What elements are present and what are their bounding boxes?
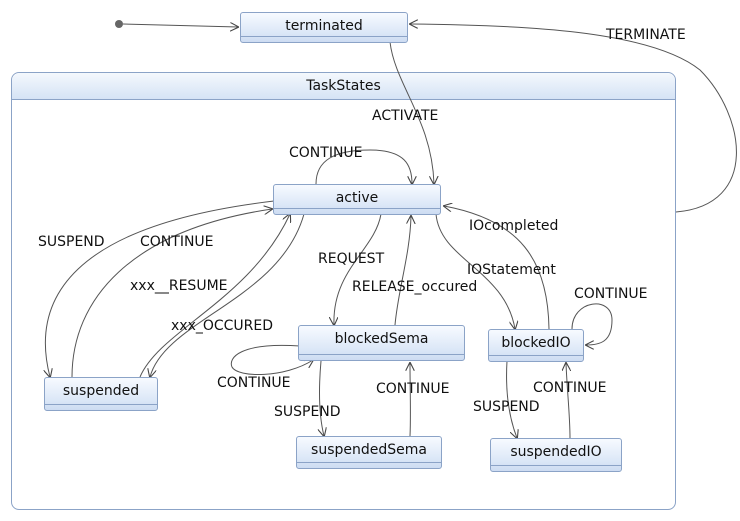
state-suspendedsema-label: suspendedSema xyxy=(311,442,427,458)
state-blockedio-label: blockedIO xyxy=(501,335,571,351)
edge-request xyxy=(334,213,382,325)
label-blockedsema-continue: CONTINUE xyxy=(217,375,291,391)
label-sema-suspend: SUSPEND xyxy=(274,404,341,420)
edge-io-completed xyxy=(444,206,550,330)
edge-xxx-resume xyxy=(139,214,290,378)
label-xxx-occured: xxx_OCCURED xyxy=(171,318,274,334)
state-blockedsema[interactable]: blockedSema xyxy=(298,325,465,361)
state-suspendedsema[interactable]: suspendedSema xyxy=(296,436,442,469)
label-blockedio-continue: CONTINUE xyxy=(574,286,648,302)
state-terminated[interactable]: terminated xyxy=(240,12,408,43)
edge-continue-suspended xyxy=(71,209,272,378)
initial-state-dot xyxy=(115,20,123,28)
label-suspend: SUSPEND xyxy=(38,234,105,250)
label-io-suspend: SUSPEND xyxy=(473,399,540,415)
edge-sema-suspend xyxy=(320,360,324,436)
edge-activate xyxy=(389,41,434,184)
state-blockedsema-label: blockedSema xyxy=(334,331,429,347)
label-io-completed: IOcompleted xyxy=(469,218,559,234)
label-request: REQUEST xyxy=(318,251,385,267)
label-release-occured: RELEASE_occured xyxy=(352,279,478,295)
state-terminated-label: terminated xyxy=(285,18,363,34)
edge-initial-to-terminated xyxy=(122,24,238,27)
edge-suspend xyxy=(45,200,275,377)
edge-io-continue xyxy=(566,363,570,439)
state-suspendedio[interactable]: suspendedIO xyxy=(490,438,622,472)
state-suspended-label: suspended xyxy=(62,383,140,399)
label-io-statement: IOStatement xyxy=(467,262,556,278)
state-suspended[interactable]: suspended xyxy=(44,377,158,411)
label-activate: ACTIVATE xyxy=(372,108,439,124)
state-active[interactable]: active xyxy=(273,184,441,215)
state-blockedio[interactable]: blockedIO xyxy=(488,329,584,362)
edge-xxx-occured xyxy=(150,213,305,377)
label-active-continue: CONTINUE xyxy=(289,145,363,161)
edge-release-occured xyxy=(394,216,411,326)
edge-blockedio-continue xyxy=(571,303,613,345)
label-continue-suspended: CONTINUE xyxy=(140,234,214,250)
label-io-continue: CONTINUE xyxy=(533,380,607,396)
state-active-label: active xyxy=(335,190,379,206)
label-sema-continue: CONTINUE xyxy=(376,381,450,397)
state-suspendedio-label: suspendedIO xyxy=(510,444,602,460)
label-xxx-resume: xxx__RESUME xyxy=(130,278,228,294)
edge-terminate xyxy=(410,24,737,213)
edge-active-continue xyxy=(315,149,412,184)
edge-io-statement xyxy=(435,213,515,329)
edge-blockedsema-continue xyxy=(230,344,313,375)
label-terminate: TERMINATE xyxy=(606,27,686,43)
edge-io-suspend xyxy=(506,360,517,438)
composite-state-title: TaskStates xyxy=(12,73,675,100)
